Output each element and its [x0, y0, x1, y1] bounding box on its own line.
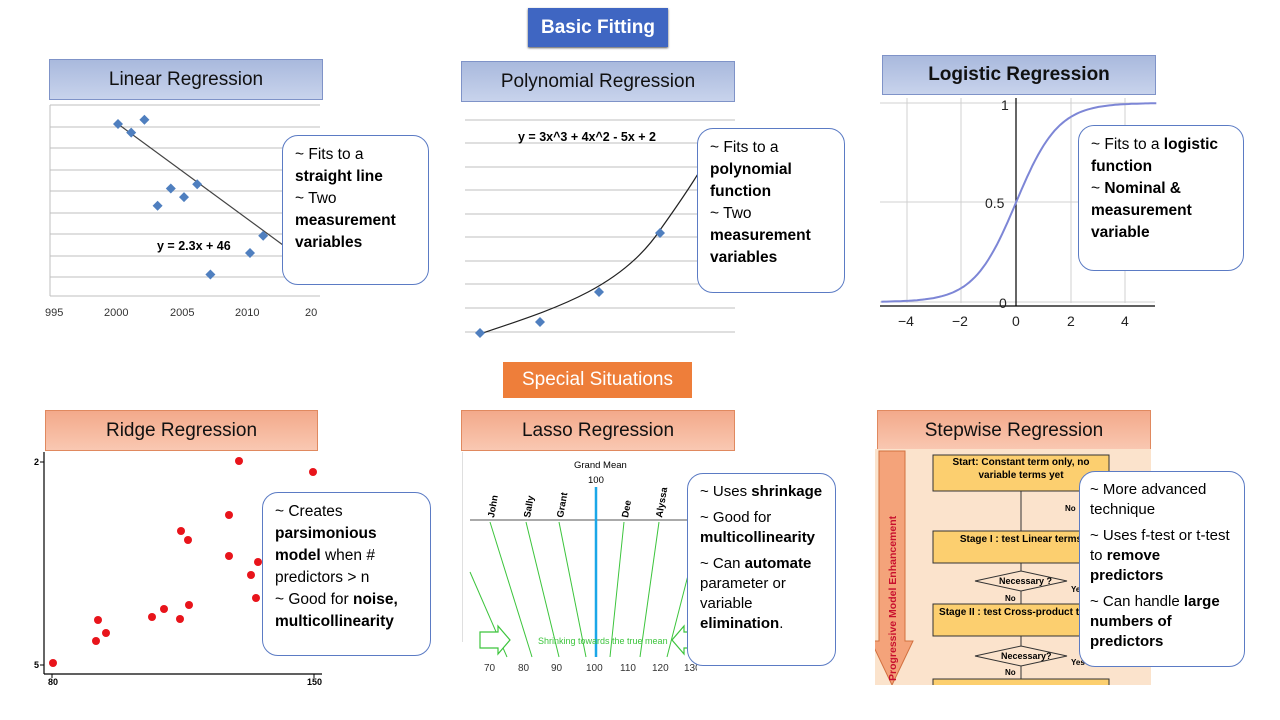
- linear-point: [205, 269, 216, 280]
- no-label: No: [1005, 668, 1016, 677]
- linear-point: [139, 114, 150, 125]
- no-label: No: [1065, 504, 1076, 513]
- linear-regression-chart: y = 2.3x + 46 995 2000 2005 2010 20: [45, 104, 320, 319]
- ridge-regression-chart: 2 5 80 150: [34, 452, 322, 687]
- linear-regression-title: Linear Regression: [49, 59, 323, 100]
- yes-label: Yes: [1071, 658, 1085, 667]
- linear-point: [126, 127, 137, 138]
- ridge-point: [235, 457, 243, 465]
- decision-label: Necessary ?: [999, 576, 1052, 586]
- lasso-x-tick: 120: [652, 663, 669, 674]
- lasso-name: Dee: [620, 499, 634, 518]
- ridge-point: [252, 594, 260, 602]
- shrink-arrow-icon: [479, 624, 511, 656]
- ridge-point: [185, 601, 193, 609]
- section-special-situations: Special Situations: [503, 362, 692, 398]
- logistic-x-tick: 0: [1012, 313, 1020, 329]
- decision-label: Necessary?: [1001, 651, 1052, 661]
- lasso-x-tick: 110: [620, 663, 636, 674]
- logistic-x-tick: 2: [1067, 313, 1075, 329]
- lasso-note: ~ Uses shrinkage ~ Good for multicolline…: [687, 473, 836, 666]
- ridge-point: [92, 637, 100, 645]
- stepwise-note: ~ More advanced technique ~ Uses f-test …: [1079, 471, 1245, 667]
- logistic-x-tick: 4: [1121, 313, 1129, 329]
- linear-point: [165, 183, 176, 194]
- logistic-y-tick: 1: [1001, 98, 1009, 113]
- linear-trendline: [117, 123, 288, 249]
- ridge-note: ~ Creates parsimonious model when # pred…: [262, 492, 431, 656]
- linear-point: [192, 179, 203, 190]
- ridge-x-tick: 150: [307, 677, 322, 687]
- lasso-x-tick: 100: [586, 663, 603, 674]
- ridge-point: [247, 571, 255, 579]
- polynomial-note: ~ Fits to a polynomial function ~ Two me…: [697, 128, 845, 293]
- ridge-point: [309, 468, 317, 476]
- logistic-x-tick: −4: [898, 313, 914, 329]
- section-basic-fitting: Basic Fitting: [528, 8, 668, 47]
- lasso-name: Sally: [522, 494, 537, 518]
- logistic-x-tick: −2: [952, 313, 968, 329]
- shrink-text: Shrinking towards the true mean: [538, 636, 668, 646]
- ridge-regression-title: Ridge Regression: [45, 410, 318, 451]
- ridge-y-tick: 2: [34, 457, 39, 467]
- linear-equation: y = 2.3x + 46: [157, 239, 231, 253]
- linear-x-tick: 995: [45, 307, 63, 319]
- logistic-regression-title: Logistic Regression: [882, 55, 1156, 95]
- side-label: Progressive Model Enhancement: [887, 515, 899, 681]
- logistic-note: ~ Fits to a logistic function ~ Nominal …: [1078, 125, 1244, 271]
- yes-label: Yes: [1071, 585, 1085, 594]
- logistic-regression-chart: 1 0.5 0 −4 −2 0 2 4: [880, 98, 1157, 329]
- lasso-regression-title: Lasso Regression: [461, 410, 735, 451]
- ridge-point: [225, 552, 233, 560]
- ridge-point: [49, 659, 57, 667]
- ridge-point: [254, 558, 262, 566]
- grand-mean-label: Grand Mean: [574, 460, 627, 471]
- linear-x-tick: 2010: [235, 307, 259, 319]
- linear-point: [113, 119, 123, 129]
- ridge-point: [102, 629, 110, 637]
- down-arrow-icon: [875, 450, 914, 685]
- lasso-name: Grant: [555, 491, 570, 519]
- polynomial-regression-chart: y = 3x^3 + 4x^2 - 5x + 2: [465, 119, 735, 338]
- linear-point: [245, 248, 255, 258]
- ridge-point: [225, 511, 233, 519]
- stepwise-regression-title: Stepwise Regression: [877, 410, 1151, 451]
- linear-note: ~ Fits to a straight line ~ Two measurem…: [282, 135, 429, 285]
- ridge-point: [160, 605, 168, 613]
- ridge-x-tick: 80: [48, 677, 58, 687]
- linear-point: [258, 230, 269, 241]
- polynomial-equation: y = 3x^3 + 4x^2 - 5x + 2: [518, 130, 656, 144]
- grand-mean-value: 100: [588, 475, 604, 486]
- polynomial-regression-title: Polynomial Regression: [461, 61, 735, 102]
- ridge-point: [184, 536, 192, 544]
- lasso-regression-chart: Shrinking towards the true mean Grand Me…: [462, 452, 697, 674]
- ridge-point: [177, 527, 185, 535]
- logistic-curve: [881, 102, 1157, 303]
- lasso-name: John: [486, 494, 501, 518]
- lasso-x-tick: 130: [684, 663, 697, 674]
- logistic-y-tick: 0.5: [985, 195, 1005, 211]
- polynomial-points: [475, 228, 665, 338]
- no-label: No: [1005, 594, 1016, 603]
- linear-point: [152, 200, 163, 211]
- lasso-x-tick: 80: [518, 663, 530, 674]
- linear-x-tick: 2000: [104, 307, 128, 319]
- linear-point: [179, 192, 189, 203]
- lasso-x-tick: 70: [484, 663, 496, 674]
- lasso-name: Alyssa: [654, 486, 670, 519]
- linear-x-tick: 20: [305, 307, 317, 319]
- ridge-point: [94, 616, 102, 624]
- lasso-x-tick: 90: [551, 663, 563, 674]
- ridge-point: [148, 613, 156, 621]
- logistic-y-tick: 0: [999, 295, 1007, 311]
- ridge-point: [176, 615, 184, 623]
- linear-x-tick: 2005: [170, 307, 194, 319]
- ridge-y-tick: 5: [34, 660, 39, 670]
